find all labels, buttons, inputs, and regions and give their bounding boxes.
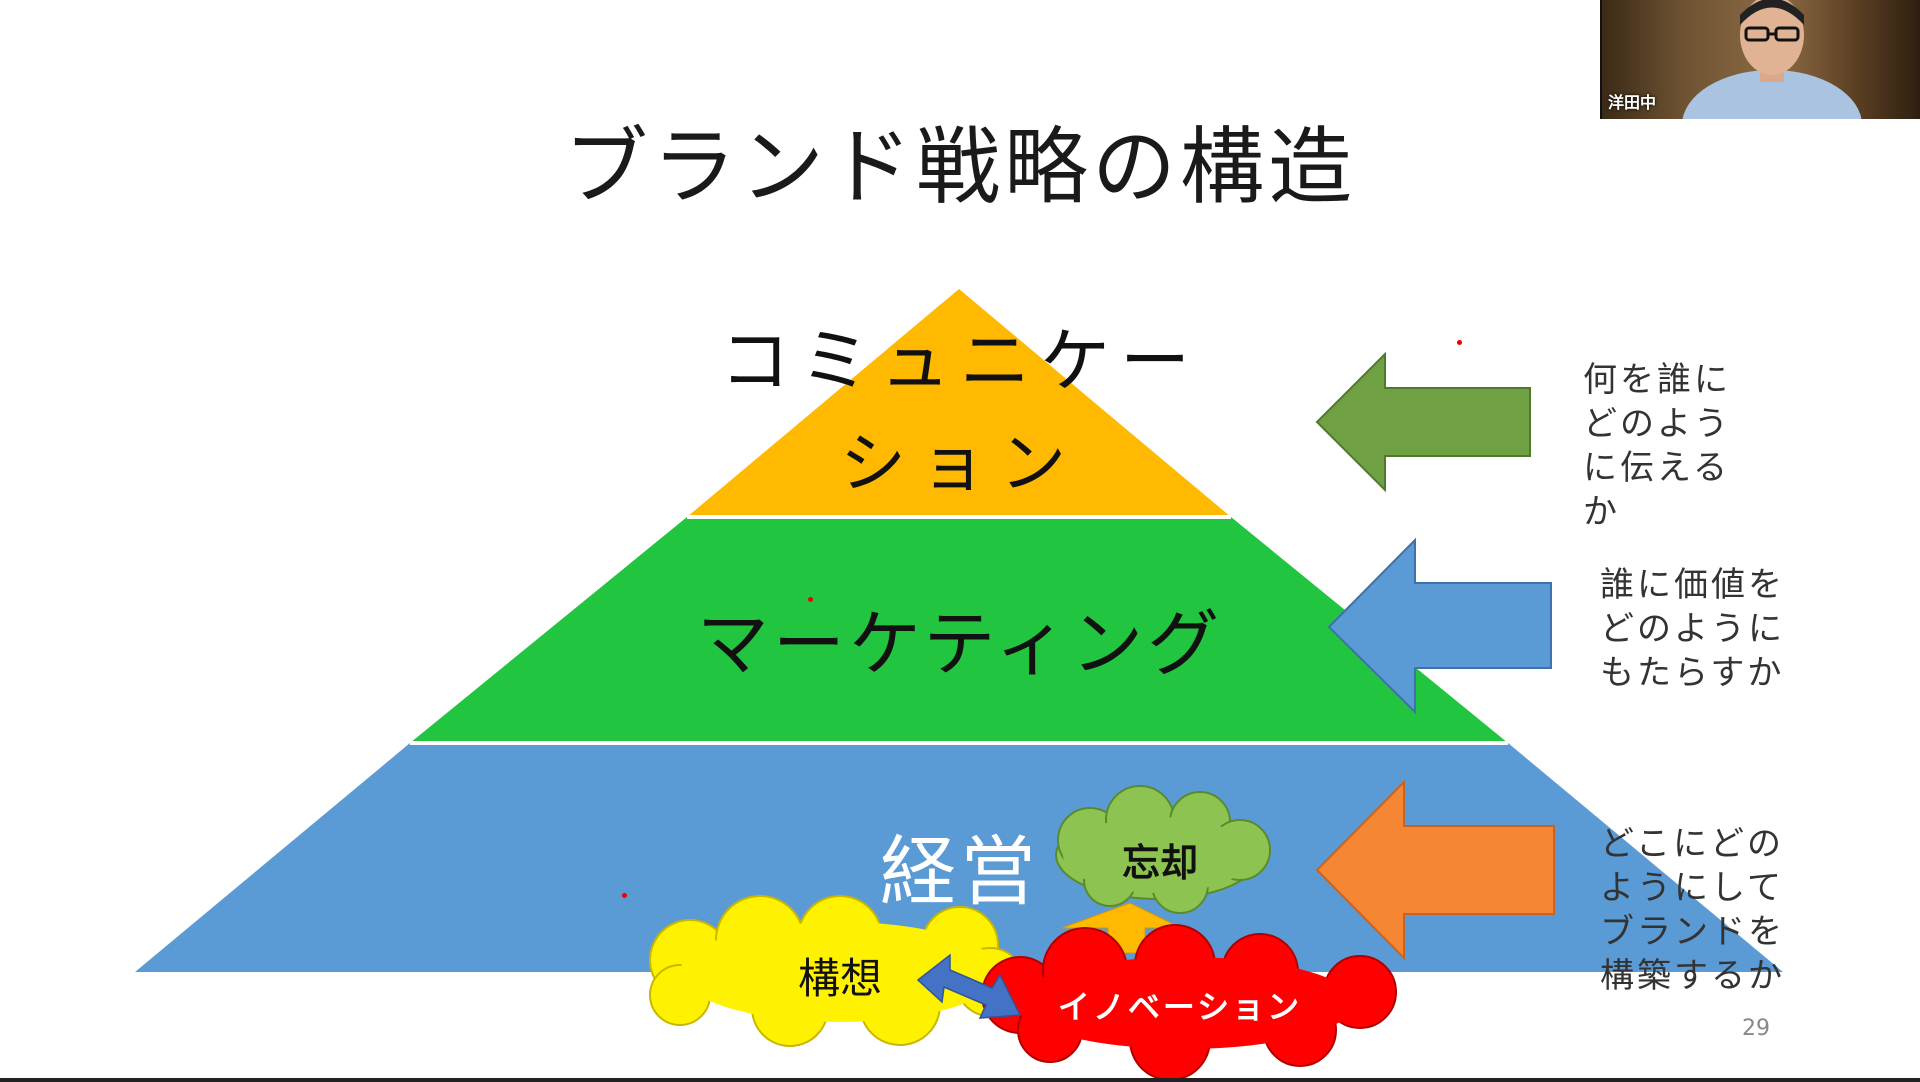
side-text-top-line: に伝える (1583, 448, 1730, 488)
side-text-middle-line: どのように (1600, 609, 1785, 649)
cloud-kousou-label: 構想 (797, 954, 882, 1003)
side-text-bottom-line: どこにどの (1600, 824, 1784, 864)
arrow-bottom (1315, 779, 1555, 961)
cloud-bokyaku-label: 忘却 (1121, 841, 1198, 885)
page-number: 29 (1742, 1016, 1770, 1041)
side-text-middle-line: 誰に価値を (1600, 565, 1785, 605)
arrow-top (1315, 351, 1531, 493)
side-text-top-line: か (1583, 492, 1620, 532)
side-text-top-line: どのよう (1583, 404, 1731, 444)
pyramid-top-label-2: ション (840, 425, 1080, 502)
video-thumbnail[interactable]: 洋田中 (1600, 0, 1920, 119)
side-text-bottom: どこにどの ようにして ブランドを 構築するか (1600, 822, 1785, 998)
laser-pointer-dot (622, 893, 627, 898)
cloud-kousou (649, 895, 1025, 1047)
laser-pointer-dot (1457, 340, 1462, 345)
laser-pointer-dot (808, 597, 813, 602)
side-text-bottom-line: 構築するか (1600, 956, 1785, 996)
screen-bottom-border (0, 1078, 1920, 1082)
pyramid-top-label-1: コミュニケー (720, 320, 1200, 402)
side-text-top: 何を誰に どのよう に伝える か (1583, 358, 1731, 534)
participant-avatar (1682, 0, 1862, 119)
side-text-middle: 誰に価値を どのように もたらすか (1600, 563, 1785, 695)
side-text-bottom-line: ブランドを (1600, 912, 1785, 952)
side-text-bottom-line: ようにして (1600, 868, 1784, 908)
pyramid-bottom-label: 経営 (880, 827, 1040, 916)
slide-title: ブランド戦略の構造 (563, 118, 1356, 216)
cloud-bokyaku (1055, 785, 1271, 914)
pyramid-top-layer (687, 289, 1231, 517)
side-text-top-line: 何を誰に (1583, 360, 1731, 400)
pyramid-middle-label: マーケティング (696, 602, 1224, 686)
side-text-middle-line: もたらすか (1600, 653, 1785, 693)
participant-name: 洋田中 (1608, 93, 1657, 112)
cloud-innovation-label: イノベーション (1057, 988, 1303, 1026)
double-arrow (916, 953, 1022, 1019)
arrow-middle (1327, 537, 1552, 715)
pyramid-middle-layer (410, 517, 1508, 743)
